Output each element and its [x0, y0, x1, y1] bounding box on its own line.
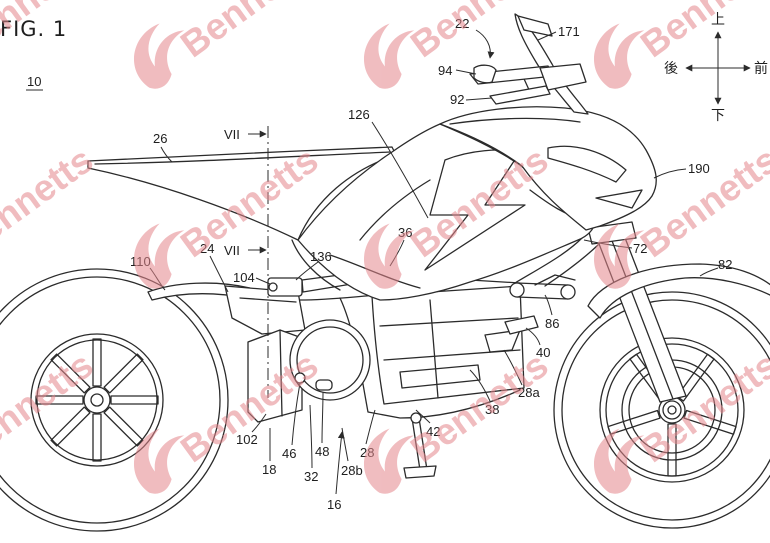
orientation-up: 上: [711, 12, 725, 28]
reference-numeral: 82: [718, 257, 732, 272]
watermark-logo-icon: [594, 223, 645, 289]
reference-numeral: 42: [426, 424, 440, 439]
battery-case: [371, 285, 525, 405]
section-line: VII VII: [224, 126, 269, 398]
reference-numeral: 38: [485, 402, 499, 417]
front-fender: [587, 263, 770, 319]
reference-numeral: 72: [633, 241, 647, 256]
reference-numeral: 48: [315, 444, 329, 459]
reference-numeral: 94: [438, 63, 452, 78]
reference-numeral: 24: [200, 241, 214, 256]
reference-numeral: 32: [304, 469, 318, 484]
rear-wheel: [0, 268, 229, 532]
reference-numeral: 102: [236, 432, 258, 447]
reference-numeral: 22: [455, 16, 469, 31]
motor-unit: [289, 319, 371, 401]
handlebar-assembly: [469, 63, 587, 105]
watermark-text: Bennetts: [633, 139, 770, 265]
footpeg: [484, 315, 539, 353]
watermark: Bennetts: [134, 0, 325, 89]
reference-numeral: 92: [450, 92, 464, 107]
reference-numeral: 171: [558, 24, 580, 39]
watermark-logo-icon: [594, 428, 645, 494]
reference-numeral: 190: [688, 161, 710, 176]
drive-housing: [247, 329, 303, 423]
front-cowl: [439, 106, 657, 231]
reference-numeral: 136: [310, 249, 332, 264]
reference-numeral: 40: [536, 345, 550, 360]
watermark-logo-icon: [134, 23, 185, 89]
watermark-logo-icon: [364, 223, 415, 289]
reference-numeral: 26: [153, 131, 167, 146]
watermark-logo-icon: [134, 223, 185, 289]
watermark-text: Bennetts: [173, 0, 325, 65]
watermark: Bennetts: [0, 0, 100, 65]
reference-numeral: 126: [348, 107, 370, 122]
reference-numeral: 46: [282, 446, 296, 461]
watermark-logo-icon: [134, 428, 185, 494]
watermark-text: Bennetts: [0, 139, 100, 265]
orientation-compass: 上 後 前 下: [664, 12, 768, 124]
watermark-logo-icon: [594, 23, 645, 89]
seat-tail: [87, 146, 397, 241]
watermark: Bennetts: [364, 0, 555, 89]
watermark-text: Bennetts: [633, 0, 770, 65]
orientation-front: 前: [754, 60, 768, 77]
orientation-down: 下: [711, 108, 725, 124]
reference-numeral: 28a: [518, 385, 540, 400]
windscreen: [514, 13, 589, 115]
watermark-logo-icon: [364, 23, 415, 89]
reference-numeral: 18: [262, 462, 276, 477]
watermark-logo-icon: [364, 428, 415, 494]
section-mark-lower: VII: [224, 243, 240, 258]
watermark: Bennetts: [594, 0, 770, 89]
link-plate: [469, 274, 576, 300]
reference-numeral: 86: [545, 316, 559, 331]
figure-reference: 10: [27, 74, 41, 89]
reference-numeral: 28b: [341, 463, 363, 478]
figure-label: FIG. 1 10: [0, 17, 67, 91]
down-tubes: [514, 237, 599, 287]
section-mark-upper: VII: [224, 127, 240, 142]
reference-numeral: 104: [233, 270, 255, 285]
side-stand: [403, 412, 437, 479]
reference-numeral: 16: [327, 497, 341, 512]
figure-title: FIG. 1: [0, 17, 67, 41]
orientation-rear: 後: [664, 61, 678, 77]
